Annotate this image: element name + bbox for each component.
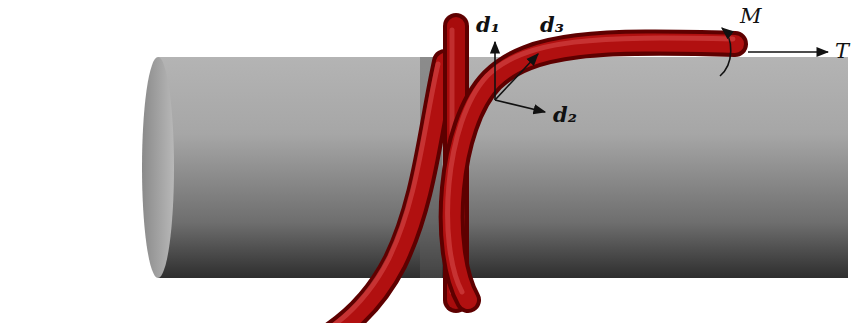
cylinder-cap bbox=[142, 57, 174, 278]
cylinder-body bbox=[158, 57, 848, 278]
director-label: d₁ bbox=[476, 14, 500, 35]
load-arrows bbox=[40, 28, 828, 323]
director-label: d₃ bbox=[540, 14, 564, 35]
director-frame bbox=[495, 42, 545, 112]
director-label: d₂ bbox=[553, 104, 577, 125]
moment-label: M bbox=[740, 6, 762, 27]
rod bbox=[145, 26, 735, 323]
tension-label: T bbox=[835, 41, 849, 62]
